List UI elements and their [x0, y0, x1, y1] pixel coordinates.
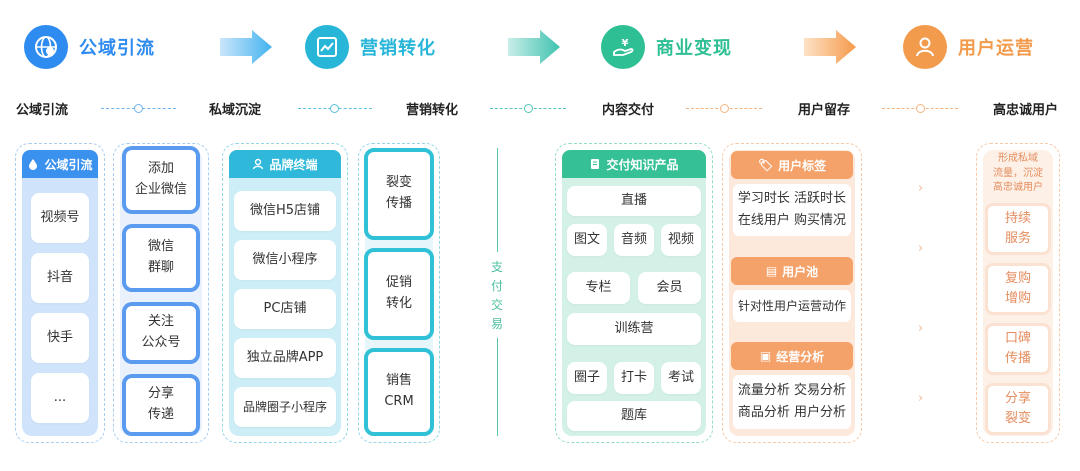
- flow-step: 公域引流: [16, 103, 69, 118]
- analysis-icon: ▣: [759, 349, 772, 363]
- terminal-tile: 品牌圈子小程序: [234, 387, 336, 427]
- channel-tile: ...: [31, 373, 89, 423]
- public-traffic-column: [15, 143, 105, 443]
- svg-text:¥: ¥: [622, 38, 629, 49]
- business-analysis-header: ▣ 经营分析: [731, 342, 853, 370]
- stage-label: 用户运营: [958, 38, 1034, 59]
- user-tags-header: 🏷 用户标签: [731, 151, 853, 179]
- channel-tile: 视频号: [31, 193, 89, 243]
- flow-dot: [134, 104, 143, 113]
- analysis-line: 流量分析 交易分析: [737, 382, 847, 398]
- channel-tile: 快手: [31, 313, 89, 363]
- loyal-tile: 口碑 传播: [985, 323, 1051, 375]
- marketing-tile: 销售 CRM: [364, 348, 434, 436]
- business-analysis-box: 流量分析 交易分析 商品分析 用户分析: [733, 375, 851, 429]
- flow-step: 营销转化: [406, 103, 459, 118]
- flow-step: 高忠诚用户: [993, 103, 1059, 118]
- product-tile: 考试: [661, 362, 701, 394]
- product-tile: 图文: [567, 224, 607, 256]
- flow-step: 用户留存: [798, 103, 851, 118]
- loyal-user-column: [976, 143, 1060, 443]
- product-tile: 打卡: [614, 362, 654, 394]
- pay-divider-top: [497, 148, 498, 252]
- stage-label: 营销转化: [360, 38, 436, 59]
- header-label: 品牌终端: [269, 157, 318, 172]
- flow-step: 私域沉淀: [209, 103, 262, 118]
- money-hand-icon: ¥: [601, 25, 645, 69]
- flow-dot: [916, 104, 925, 113]
- header-label: 公域引流: [44, 157, 93, 172]
- terminal-tile: 微信H5店铺: [234, 191, 336, 231]
- loyal-tile: 复购 增购: [985, 263, 1051, 315]
- knowledge-product-header: 交付知识产品: [562, 150, 706, 178]
- arrow-right-icon: [804, 30, 856, 64]
- stage-user-operation: 用户运营: [903, 24, 1034, 70]
- private-tile: 分享 传递: [122, 374, 200, 436]
- loyal-tile: 持续 服务: [985, 203, 1051, 255]
- user-pool-header: ▤ 用户池: [731, 257, 853, 285]
- public-traffic-header: 公域引流: [22, 150, 98, 178]
- knowledge-product-column: [555, 143, 713, 443]
- header-label: 用户标签: [778, 158, 827, 173]
- document-icon: [591, 159, 600, 169]
- private-tile: 添加 企业微信: [122, 146, 200, 214]
- flow-dot: [330, 104, 339, 113]
- private-tile: 关注 公众号: [122, 302, 200, 364]
- drop-icon: [29, 159, 38, 170]
- pay-divider-bottom: [497, 338, 498, 436]
- terminal-tile: 微信小程序: [234, 240, 336, 280]
- product-tile: 专栏: [567, 272, 630, 304]
- loyal-tile: 分享 裂变: [985, 383, 1051, 435]
- product-tile: 会员: [638, 272, 701, 304]
- tag-line: 学习时长 活跃时长: [737, 190, 847, 206]
- arrow-right-icon: [508, 30, 560, 64]
- product-tile: 音频: [614, 224, 654, 256]
- product-tile: 题库: [567, 401, 701, 431]
- marketing-tile: 裂变 传播: [364, 148, 434, 240]
- globe-user-icon: [24, 25, 68, 69]
- terminal-tile: PC店铺: [234, 289, 336, 329]
- loyal-user-note: 形成私域 流量，沉淀 高忠诚用户: [993, 153, 1043, 193]
- pool-icon: ▤: [765, 264, 778, 278]
- flow-dot: [720, 104, 729, 113]
- arrow-right-icon: [220, 30, 272, 64]
- flow-step: 内容交付: [602, 103, 655, 118]
- stage-label: 商业变现: [656, 38, 732, 59]
- header-label: 交付知识产品: [606, 157, 679, 172]
- chevron-right-icon: ›: [918, 241, 924, 256]
- pay-transaction-label: 支付交易: [490, 260, 503, 331]
- stage-public-traffic: 公域引流: [24, 24, 155, 70]
- private-domain-column: [113, 143, 209, 443]
- user-pool-box: 针对性用户运营动作: [733, 290, 851, 322]
- chevron-right-icon: ›: [918, 181, 924, 196]
- product-tile: 直播: [567, 186, 701, 216]
- stage-commercial-monetization: ¥ 商业变现: [601, 24, 732, 70]
- terminal-tile: 独立品牌APP: [234, 338, 336, 378]
- stage-marketing-conversion: 营销转化: [305, 24, 436, 70]
- stage-label: 公域引流: [79, 38, 155, 59]
- user-icon: [903, 25, 947, 69]
- channel-tile: 抖音: [31, 253, 89, 303]
- brand-terminal-column: [222, 143, 348, 443]
- header-label: 经营分析: [776, 349, 825, 364]
- chart-icon: [305, 25, 349, 69]
- product-tile: 训练营: [567, 313, 701, 345]
- chevron-right-icon: ›: [918, 391, 924, 406]
- marketing-tile: 促销 转化: [364, 248, 434, 340]
- chevron-right-icon: ›: [918, 321, 924, 336]
- pool-line: 针对性用户运营动作: [737, 298, 846, 313]
- store-icon: [253, 158, 264, 170]
- tag-icon: 🏷: [757, 158, 774, 172]
- user-tags-box: 学习时长 活跃时长 在线用户 购买情况: [733, 184, 851, 236]
- tag-line: 在线用户 购买情况: [737, 213, 847, 228]
- header-label: 用户池: [782, 264, 819, 279]
- user-retention-column: [722, 143, 862, 443]
- analysis-line: 商品分析 用户分析: [737, 405, 847, 420]
- brand-terminal-header: 品牌终端: [229, 150, 341, 178]
- flow-dot: [524, 104, 533, 113]
- marketing-column: [358, 143, 440, 443]
- product-tile: 视频: [661, 224, 701, 256]
- private-tile: 微信 群聊: [122, 224, 200, 292]
- product-tile: 圈子: [567, 362, 607, 394]
